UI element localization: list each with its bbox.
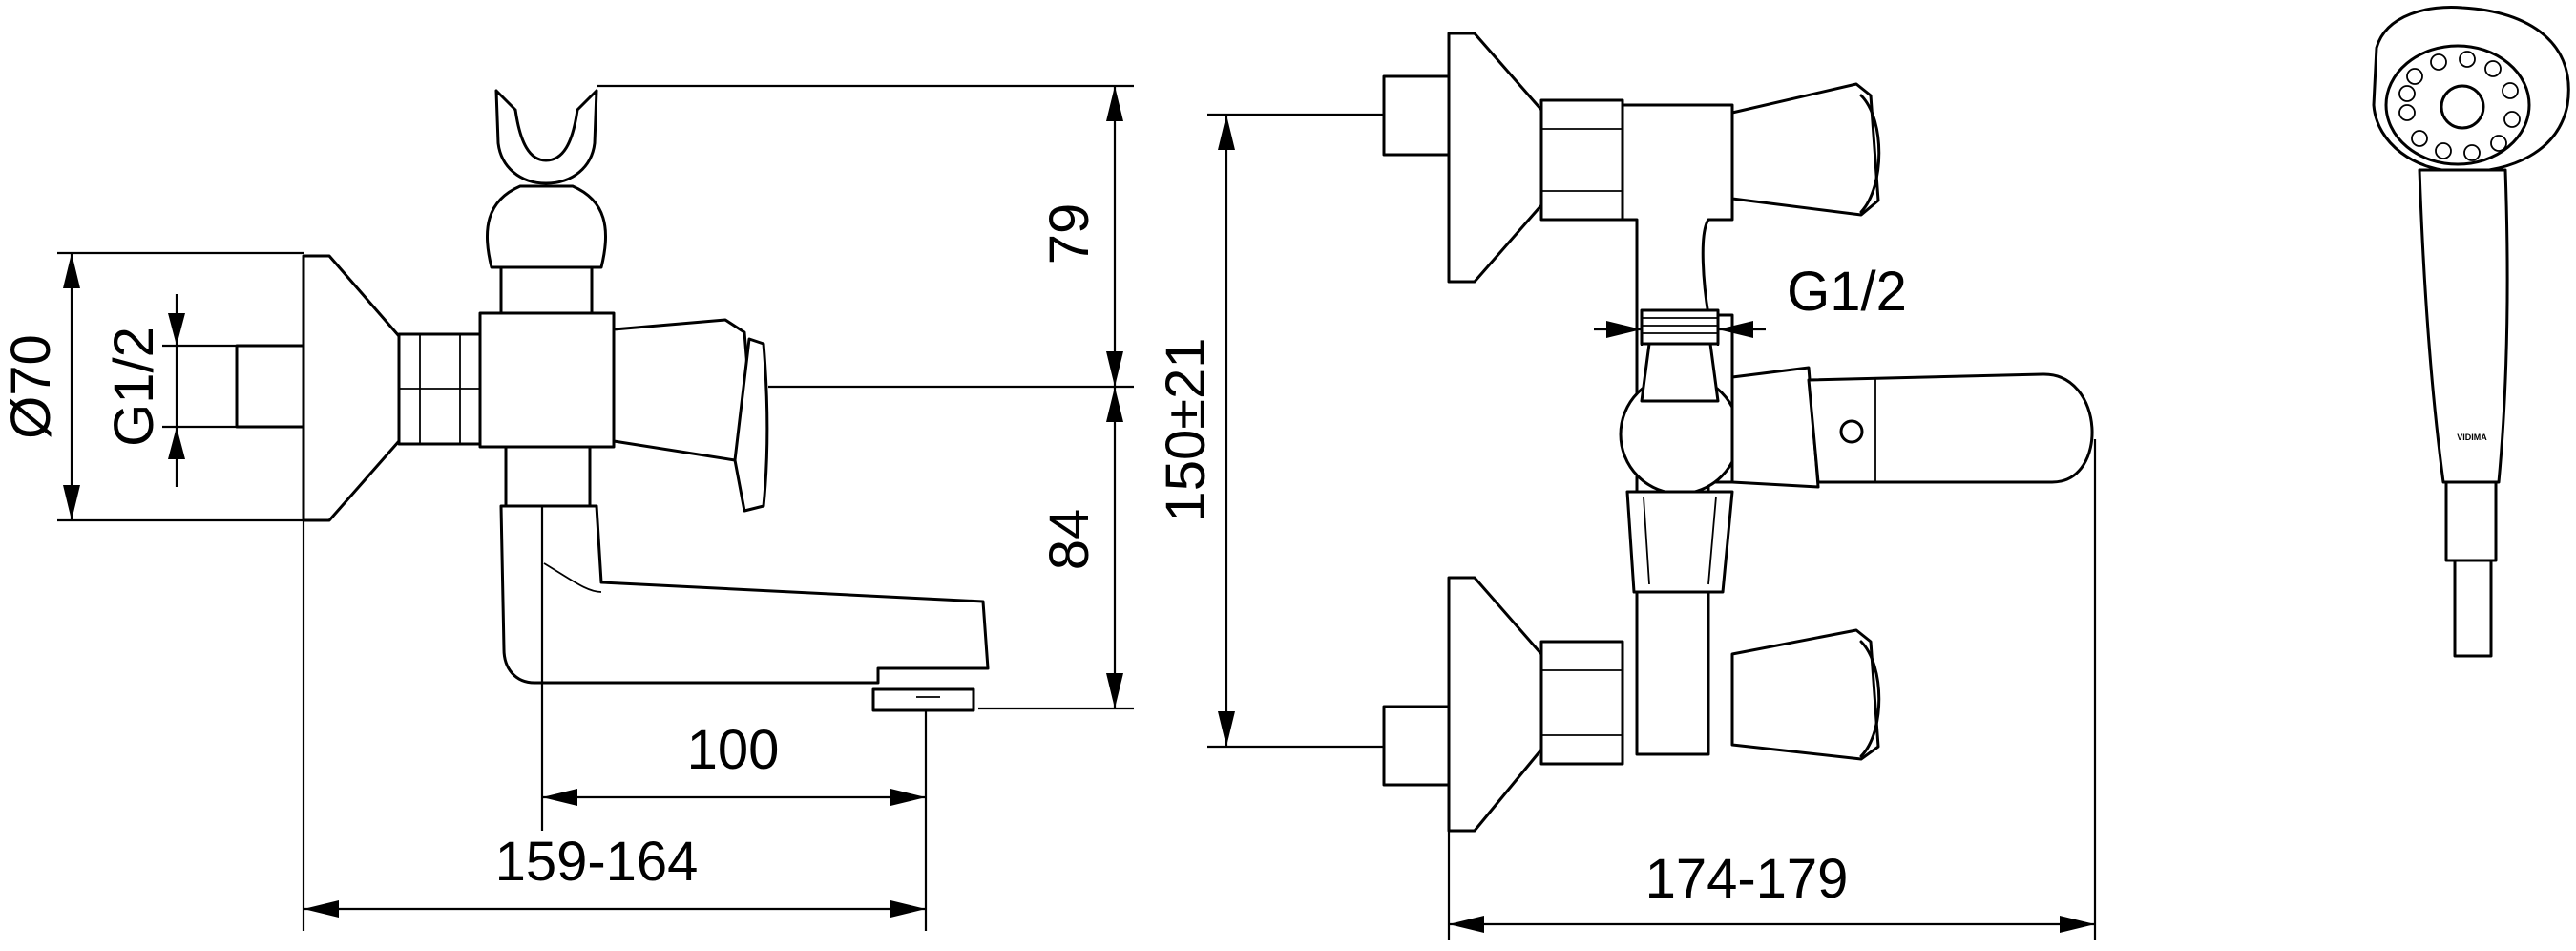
side-holder-bulb xyxy=(485,184,608,269)
side-shower-holder xyxy=(494,89,598,185)
front-upper-nut xyxy=(1539,98,1624,222)
handshower-nozzles xyxy=(2398,51,2521,161)
front-view-dimensions: 150±21 G1/2 174-179 xyxy=(1155,113,2097,940)
dim-front-center-distance: 150±21 xyxy=(1155,337,1217,521)
front-lever-arm xyxy=(1807,372,2094,484)
dim-side-inlet-thread: G1/2 xyxy=(103,327,165,447)
handshower-brand: VIDIMA xyxy=(2457,433,2487,442)
hand-shower: VIDIMA xyxy=(2372,6,2570,658)
dim-front-total-depth: 174-179 xyxy=(1645,848,1849,910)
side-lever-handle xyxy=(612,318,756,462)
handshower-center xyxy=(2440,84,2485,130)
dim-spout-reach: 100 xyxy=(687,719,780,781)
front-lower-nut xyxy=(1539,640,1624,766)
front-upper-flange xyxy=(1447,32,1543,284)
handshower-head xyxy=(2372,6,2570,174)
front-lower-inlet xyxy=(1382,705,1451,787)
dim-holder-height: 79 xyxy=(1038,203,1100,265)
dim-front-outlet-thread: G1/2 xyxy=(1787,261,1907,323)
front-lever-handle xyxy=(1730,366,1820,489)
front-lower-knob xyxy=(1730,628,1880,761)
front-view xyxy=(1382,32,2094,833)
side-valve-body xyxy=(478,311,616,449)
front-lower-flange xyxy=(1447,576,1543,833)
dim-spout-drop: 84 xyxy=(1038,509,1100,571)
front-upper-knob xyxy=(1730,82,1880,217)
side-view-dimensions: Ø70 G1/2 79 84 100 159-164 xyxy=(0,84,1134,931)
side-aerator xyxy=(871,687,975,712)
side-spout xyxy=(499,504,990,685)
side-wall-flange xyxy=(302,254,401,522)
dim-side-flange-diameter: Ø70 xyxy=(0,334,62,439)
dim-side-total-depth: 159-164 xyxy=(495,831,699,893)
handshower-connector xyxy=(2444,480,2498,562)
side-lower-body xyxy=(504,445,592,508)
side-inlet-pipe xyxy=(235,344,305,429)
front-lever-screw xyxy=(1839,419,1864,444)
handshower-hose-nut xyxy=(2453,559,2493,658)
handshower-face xyxy=(2384,44,2531,166)
front-outlet-thread xyxy=(1640,308,1720,346)
side-upper-neck xyxy=(499,265,594,315)
side-lever-cap xyxy=(733,337,769,513)
side-view xyxy=(235,89,990,712)
front-upper-inlet xyxy=(1382,74,1451,157)
front-holder-clip xyxy=(1625,490,1734,594)
handshower-handle xyxy=(2418,168,2509,484)
